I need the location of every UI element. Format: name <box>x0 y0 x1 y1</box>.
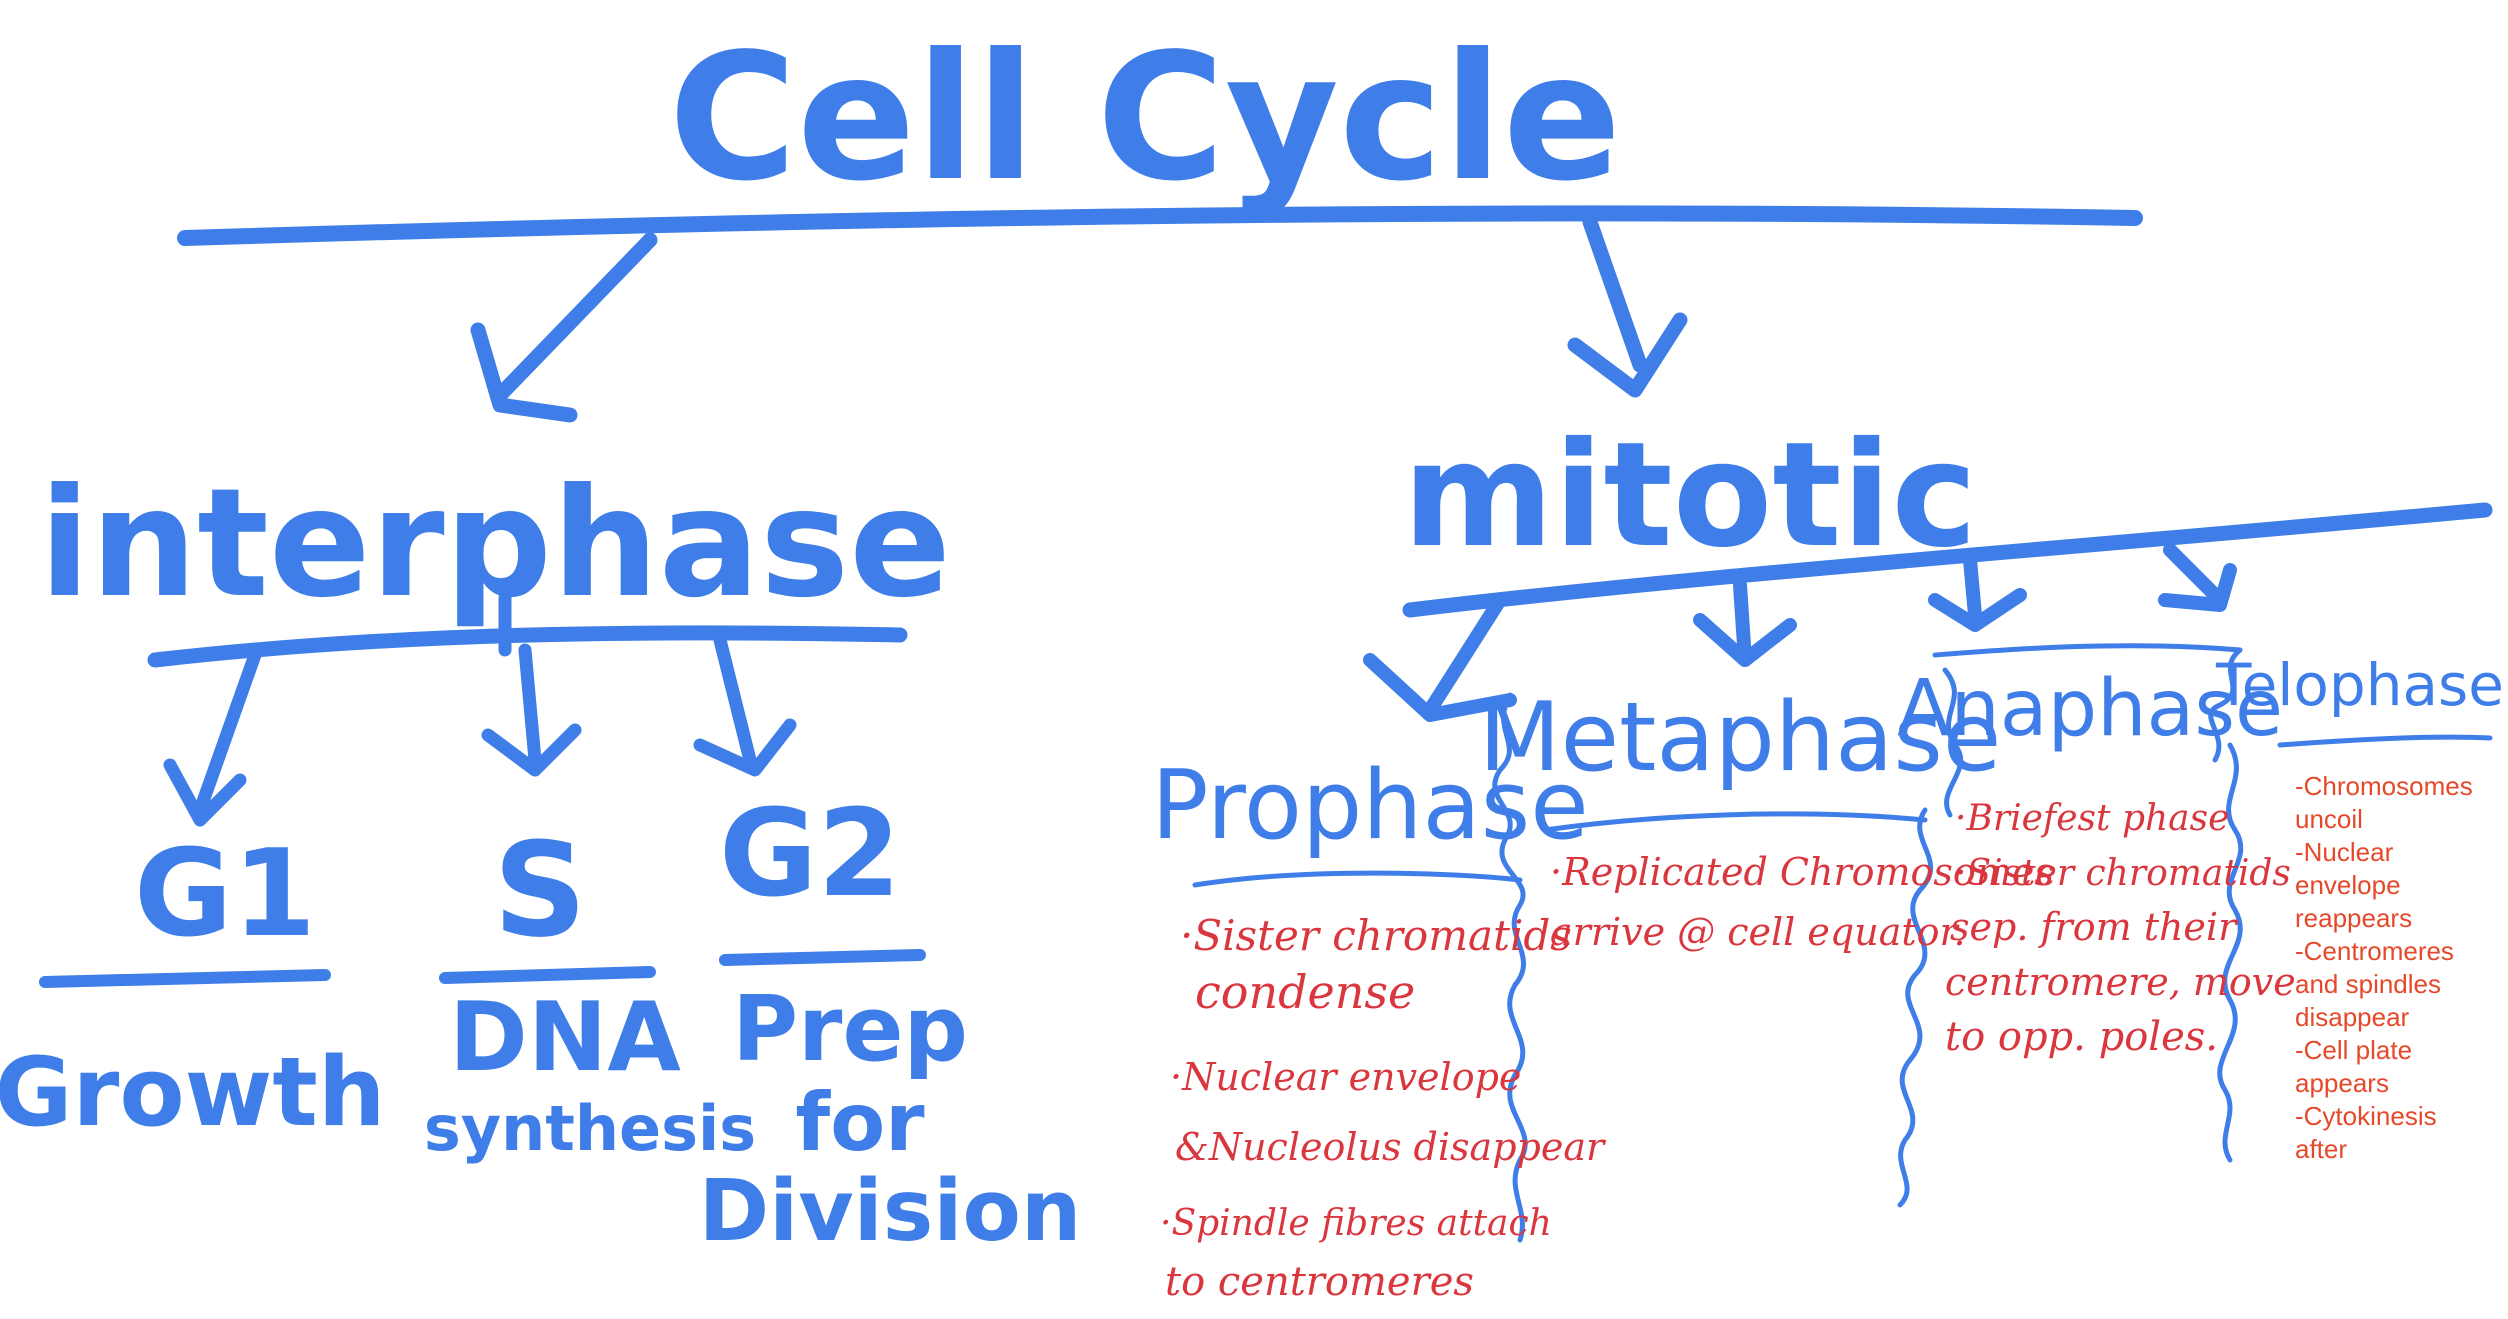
mitotic-label: mitotic <box>1403 411 1978 580</box>
prophase-note-4: ·Spindle fibres attach <box>1160 1203 1552 1244</box>
arrow-to-telophase <box>2158 543 2237 612</box>
anaphase-note-4: to opp. poles. <box>1945 1014 2218 1060</box>
anaphase-note-1: ·Sister chromatids <box>1955 853 2291 894</box>
arrow-to-prophase <box>1363 593 1517 722</box>
prophase-note-1: condense <box>1195 965 1415 1019</box>
metaphase-note-1: arrive @ cell equator. <box>1550 910 1966 954</box>
telophase-note-4: reappears <box>2295 903 2412 933</box>
arrow-to-g2 <box>693 633 797 777</box>
phase-desc-g2-line3: Division <box>699 1162 1082 1261</box>
phase-desc-s-line1: DNA <box>449 983 681 1093</box>
phase-desc-g1: Growth <box>0 1038 385 1148</box>
telophase-note-7: disappear <box>2295 1002 2410 1032</box>
s-underline <box>439 966 656 984</box>
telophase-note-10: -Cytokinesis <box>2295 1101 2437 1131</box>
phase-name-telophase: Telophase <box>2215 651 2504 719</box>
prophase-note-3: &Nucleolus disappear <box>1175 1125 1607 1169</box>
arrow-to-g1 <box>163 648 262 827</box>
prophase-note-2: ·Nuclear envelope <box>1170 1055 1521 1099</box>
g1-underline <box>39 969 331 988</box>
telophase-note-0: -Chromosomes <box>2295 771 2473 801</box>
arrow-to-interphase <box>470 232 658 423</box>
anaphase-note-0: ·Briefest phase <box>1955 798 2229 839</box>
phase-name-metaphase: Metaphase <box>1479 683 2002 793</box>
phase-boxes <box>1192 643 2493 1243</box>
phase-desc-g2-line2: for <box>795 1076 925 1169</box>
anaphase-notes: ·Briefest phase ·Sister chromatids sep. … <box>1945 798 2296 1060</box>
arrow-to-s <box>481 643 582 777</box>
phase-desc-g2-line1: Prep <box>732 977 968 1082</box>
telophase-note-8: -Cell plate <box>2295 1035 2412 1065</box>
telophase-notes: -Chromosomes uncoil -Nuclear envelope re… <box>2295 771 2473 1164</box>
metaphase-note-0: ·Replicated Chromosomes <box>1550 850 2054 894</box>
metaphase-notes: ·Replicated Chromosomes arrive @ cell eq… <box>1550 850 2054 954</box>
telophase-note-1: uncoil <box>2295 804 2363 834</box>
phase-name-g2: G2 <box>719 785 901 924</box>
phase-desc-s-line2: synthesis <box>424 1092 756 1165</box>
phase-name-s: S <box>493 814 587 966</box>
telophase-note-5: -Centromeres <box>2295 936 2454 966</box>
mitotic-branch-line <box>1402 502 2493 618</box>
telophase-note-3: envelope <box>2295 870 2401 900</box>
prophase-notes: ·Sister chromatids condense ·Nuclear env… <box>1160 911 1607 1305</box>
main-branch-line <box>177 205 2143 246</box>
arrow-to-anaphase <box>1928 553 2027 632</box>
arrow-to-metaphase <box>1693 578 1797 667</box>
anaphase-note-3: centromere, move <box>1945 960 2296 1004</box>
arrow-to-mitotic <box>1567 214 1688 398</box>
diagram-title: Cell Cycle <box>669 17 1622 220</box>
phase-name-prophase: Prophase <box>1151 751 1588 861</box>
anaphase-note-2: sep. from their <box>1950 905 2239 949</box>
telophase-note-11: after <box>2295 1134 2347 1164</box>
interphase-branch-line <box>147 625 908 668</box>
g2-underline <box>719 949 926 966</box>
telophase-note-6: and spindles <box>2295 969 2441 999</box>
telophase-note-9: appears <box>2295 1068 2389 1098</box>
prophase-note-0: ·Sister chromatids <box>1180 911 1572 960</box>
interphase-label: interphase <box>39 457 951 631</box>
phase-name-g1: G1 <box>134 825 316 964</box>
telophase-note-2: -Nuclear <box>2295 837 2394 867</box>
prophase-note-5: to centromeres <box>1165 1259 1474 1305</box>
